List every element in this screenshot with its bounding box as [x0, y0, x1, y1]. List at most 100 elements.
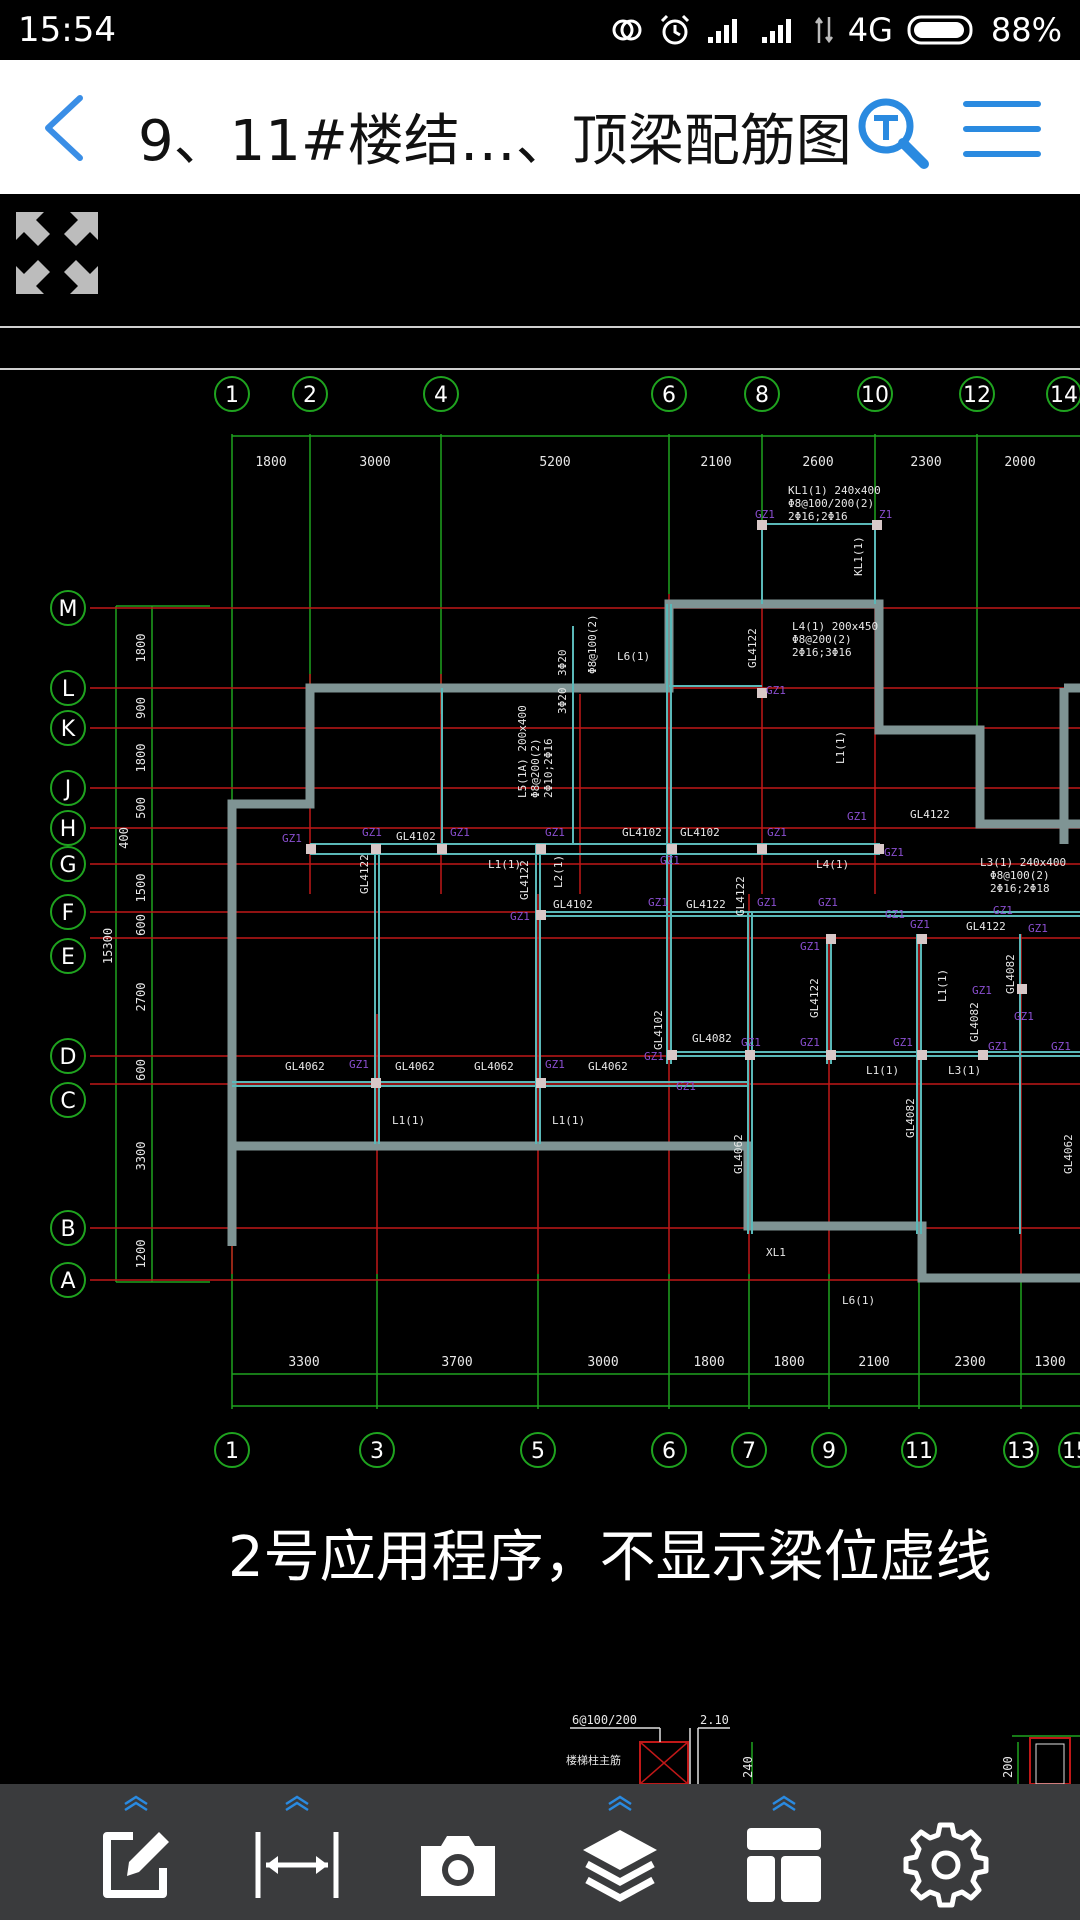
chevron-up-icon — [608, 1795, 632, 1812]
chevron-up-icon — [124, 1795, 148, 1812]
beam-note: GL4122 — [910, 808, 950, 821]
dim-text: 1200 — [134, 1240, 148, 1269]
settings-button[interactable] — [876, 1784, 1016, 1920]
beam-note: GL4062 — [1062, 1134, 1075, 1174]
column-label: GZ1 — [800, 1036, 820, 1049]
column-label: GZ1 — [800, 940, 820, 953]
data-transfer-icon — [814, 16, 833, 44]
column-label: GZ1 — [644, 1050, 664, 1063]
beam-note: GL4122 — [734, 876, 747, 916]
detail-note: 6@100/200 — [572, 1713, 637, 1727]
dim-text: 500 — [134, 797, 148, 819]
beam-note: Φ8@100/200(2) — [788, 497, 874, 510]
text-search-icon[interactable] — [852, 92, 932, 172]
beam-note: L2(1) — [552, 855, 565, 888]
fullscreen-icon[interactable] — [14, 210, 100, 296]
beam-note: 3Φ20 — [556, 650, 569, 677]
beam-note: GL4102 — [622, 826, 662, 839]
dim-text: 1800 — [134, 744, 148, 773]
beam-note: Φ8@100(2) — [586, 614, 599, 674]
cad-drawing[interactable]: 1 2 4 6 8 10 12 14 1 3 5 6 7 9 11 13 15 — [0, 194, 1080, 1784]
dim-text: 3300 — [134, 1142, 148, 1171]
grid-label: 5 — [531, 1439, 545, 1464]
dim-text: 5200 — [539, 455, 570, 470]
column-label: GZ1 — [818, 896, 838, 909]
dim-text: 2700 — [134, 983, 148, 1012]
camera-button[interactable] — [388, 1784, 528, 1920]
outer-walls — [227, 599, 1080, 1283]
grid-label: B — [60, 1217, 75, 1242]
grid-label: L — [62, 677, 75, 702]
beam-note: GL4062 — [285, 1060, 325, 1073]
layers-icon — [583, 1830, 657, 1902]
status-bar: 15:54 4G 88% — [0, 0, 1080, 60]
column-label: GZ1 — [676, 1080, 696, 1093]
dim-text: 3000 — [359, 455, 390, 470]
beam-note: GL4122 — [808, 978, 821, 1018]
grid-label: 6 — [662, 1439, 676, 1464]
grid-label: K — [61, 717, 76, 742]
grid-label: M — [59, 597, 78, 622]
column-label: GZ1 — [648, 896, 668, 909]
beam-note: GL4102 — [652, 1010, 665, 1050]
column-label: GZ1 — [545, 826, 565, 839]
beam-note: 2Φ16;3Φ16 — [792, 646, 852, 659]
column-label: GZ1 — [545, 1058, 565, 1071]
back-arrow-icon[interactable] — [30, 90, 100, 166]
camera-icon — [421, 1836, 495, 1896]
dim-text: 2100 — [858, 1355, 889, 1370]
grid-label: 11 — [905, 1439, 933, 1464]
beam-note: L5(1A) 200x400 — [516, 705, 529, 798]
grid-label: 1 — [225, 383, 239, 408]
column-label: GZ1 — [767, 826, 787, 839]
grid-label: 10 — [861, 383, 889, 408]
column-label: GZ1 — [847, 810, 867, 823]
beam-note: GL4102 — [680, 826, 720, 839]
beam-note: Φ8@200(2) — [529, 738, 542, 798]
beam-note: L3(1) — [948, 1064, 981, 1077]
dim-text: 2600 — [802, 455, 833, 470]
menu-icon[interactable] — [962, 94, 1042, 164]
column-label: GZ1 — [884, 846, 904, 859]
column-label: Z1 — [879, 508, 892, 521]
detail-note: 240 — [741, 1756, 755, 1778]
detail-note: 200 — [1001, 1756, 1015, 1778]
column-label: GZ1 — [510, 910, 530, 923]
status-time: 15:54 — [18, 10, 116, 50]
dim-text: 2000 — [1004, 455, 1035, 470]
grid-label: F — [62, 901, 75, 926]
bottom-toolbar — [0, 1784, 1080, 1920]
dim-text: 1500 — [134, 874, 148, 903]
battery-percent: 88% — [990, 11, 1062, 49]
measure-button[interactable] — [227, 1784, 367, 1920]
beam-note: L1(1) — [866, 1064, 899, 1077]
axis-lines-inner — [231, 524, 1022, 1274]
battery-icon — [907, 15, 973, 45]
column-label: GZ1 — [885, 908, 905, 921]
beam-note: GL4082 — [968, 1002, 981, 1042]
grid-label: 1 — [225, 1439, 239, 1464]
beam-note: KL1(1) 240x400 — [788, 484, 881, 497]
layers-button[interactable] — [550, 1784, 690, 1920]
column-label: GZ1 — [1014, 1010, 1034, 1023]
dim-text: 3300 — [288, 1355, 319, 1370]
detail-note: 2.10 — [700, 1713, 729, 1727]
drawing-canvas[interactable]: 1 2 4 6 8 10 12 14 1 3 5 6 7 9 11 13 15 — [0, 194, 1080, 1784]
grid-label: D — [60, 1045, 77, 1070]
grid-label: E — [61, 945, 75, 970]
annotate-button[interactable] — [66, 1784, 206, 1920]
column-label: GZ1 — [450, 826, 470, 839]
drawing-caption: 2号应用程序，不显示梁位虚线 — [228, 1525, 992, 1590]
beam-note: 2Φ10;2Φ16 — [542, 738, 555, 798]
grid-labels-bottom: 1 3 5 6 7 9 11 13 15 — [225, 1439, 1080, 1464]
edit-icon — [103, 1832, 169, 1898]
dim-text: 3000 — [587, 1355, 618, 1370]
grid-label: 13 — [1007, 1439, 1035, 1464]
layout-button[interactable] — [714, 1784, 854, 1920]
beam-note: L4(1) 200x450 — [792, 620, 878, 633]
column-label: GZ1 — [282, 832, 302, 845]
signal-icon — [761, 19, 791, 43]
dim-text: 1800 — [693, 1355, 724, 1370]
beam-note: L1(1) — [392, 1114, 425, 1127]
column-label: GZ1 — [362, 826, 382, 839]
